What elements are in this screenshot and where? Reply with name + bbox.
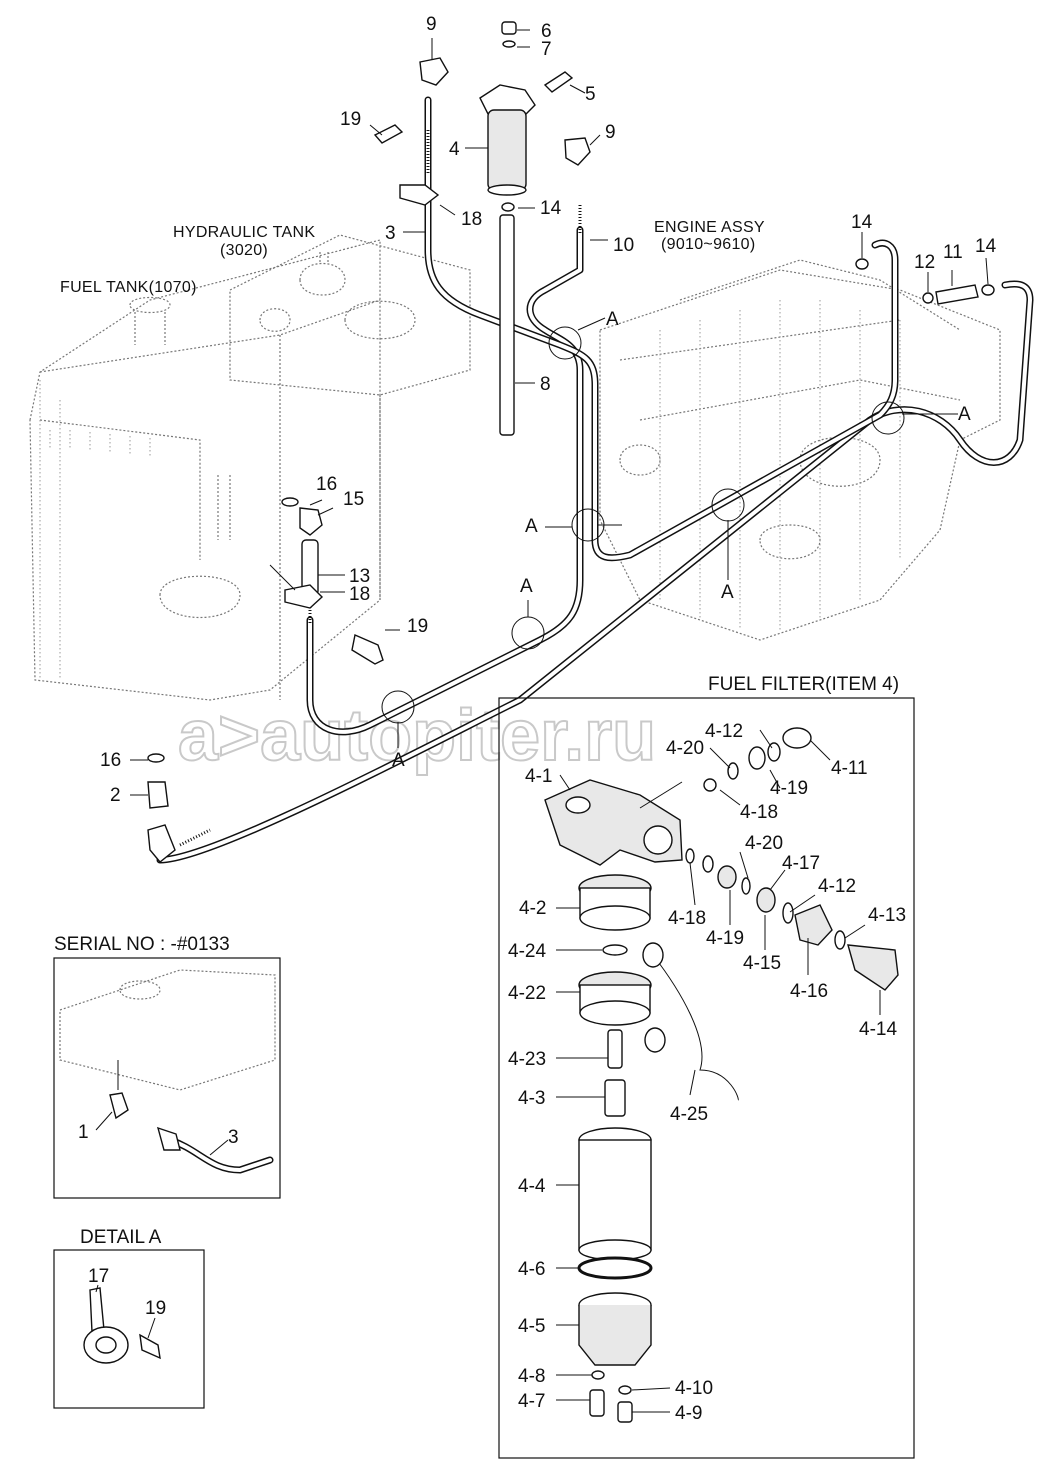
callout: 6 (541, 21, 552, 42)
callout: 5 (585, 84, 596, 105)
callout: 9 (605, 122, 616, 143)
callout: 2 (110, 785, 121, 806)
callout: 11 (943, 242, 963, 263)
callout: 4-14 (859, 1019, 897, 1040)
callout: 4-7 (518, 1391, 545, 1412)
engine-assy-title: ENGINE ASSY (654, 219, 765, 236)
callouts-main: 9 6 7 5 19 4 9 14 18 3 10 14 12 11 14 8 … (100, 14, 997, 806)
callout: 14 (975, 236, 997, 257)
callout: 14 (540, 198, 562, 219)
callout: 12 (914, 252, 935, 273)
callout: 3 (228, 1127, 239, 1148)
callout: 4-22 (508, 983, 546, 1004)
fuel-tank-title: FUEL TANK(1070) (60, 279, 197, 296)
fuel-tank-ghost (29, 239, 381, 701)
callout: 4 (449, 139, 460, 160)
callout: 4-5 (518, 1316, 545, 1337)
callouts-detail: 17 19 (88, 1266, 166, 1319)
callout: 4-23 (508, 1049, 546, 1070)
callout: 4-15 (743, 953, 781, 974)
callout: 14 (851, 212, 873, 233)
detail-a-box (53, 1249, 205, 1409)
callout: 4-1 (525, 766, 552, 787)
main-parts (147, 21, 995, 863)
callout: 4-10 (675, 1378, 713, 1399)
callout: 4-6 (518, 1259, 545, 1280)
callout: 4-4 (518, 1176, 546, 1197)
serial-no-parts (59, 969, 276, 1151)
fuel-filter-title: FUEL FILTER(ITEM 4) (708, 674, 899, 695)
callout: 4-2 (519, 898, 546, 919)
callout: 16 (316, 474, 337, 495)
callout: 4-18 (740, 802, 778, 823)
callouts-filter: 4-12 4-20 4-11 4-19 4-1 4-18 4-20 4-17 4… (508, 721, 906, 1424)
callout: 19 (145, 1298, 166, 1319)
callout: A (525, 516, 538, 537)
callout: 4-16 (790, 981, 828, 1002)
hydraulic-tank-ghost (229, 234, 471, 600)
callout: 4-18 (668, 908, 706, 929)
callout: 13 (349, 566, 370, 587)
callout: 9 (426, 14, 437, 35)
engine-assy-code: (9010~9610) (661, 236, 756, 253)
callout: 3 (385, 223, 396, 244)
serial-no-title: SERIAL NO : -#0133 (54, 934, 230, 955)
hydraulic-tank-title: HYDRAULIC TANK (173, 224, 315, 241)
callout: 18 (349, 584, 370, 605)
watermark: a>autopiter.ru (177, 695, 657, 777)
serial-no-box (53, 957, 281, 1199)
callout: 19 (340, 109, 361, 130)
callout: 4-13 (868, 905, 906, 926)
callout: 4-12 (705, 721, 743, 742)
callout: 4-20 (745, 833, 783, 854)
callout: 15 (343, 489, 364, 510)
watermark-text: a>autopiter.ru (178, 696, 656, 776)
fuel-filter-box (498, 697, 915, 1459)
callout: A (721, 582, 734, 603)
callout: 4-20 (666, 738, 704, 759)
callout: 4-19 (770, 778, 808, 799)
callout: 4-8 (518, 1366, 545, 1387)
callout: A (606, 309, 619, 330)
callout: 4-25 (670, 1104, 708, 1125)
callout: 4-3 (518, 1088, 545, 1109)
hydraulic-tank-code: (3020) (220, 242, 268, 259)
detail-a-parts (83, 1287, 161, 1364)
callout: A (392, 750, 405, 771)
detail-a-title: DETAIL A (80, 1227, 162, 1248)
callout: 4-11 (831, 758, 868, 779)
callout: 16 (100, 750, 121, 771)
callout: 4-17 (782, 853, 820, 874)
callout: 4-9 (675, 1403, 702, 1424)
callout: A (520, 576, 533, 597)
callout: 18 (461, 209, 482, 230)
callout: 10 (613, 235, 634, 256)
callout: 4-12 (818, 876, 856, 897)
fuel-pipes (156, 96, 1034, 1174)
detail-a-markers (381, 326, 905, 724)
callout: 8 (540, 374, 551, 395)
callout: 4-19 (706, 928, 744, 949)
engine-assy-ghost (599, 259, 1001, 641)
callout: 1 (78, 1122, 89, 1143)
fuel-filter-parts (544, 727, 899, 1423)
callout: 4-24 (508, 941, 546, 962)
callout: 17 (88, 1266, 109, 1287)
callout: 7 (541, 39, 552, 60)
leader-lines (95, 29, 989, 1413)
section-titles: HYDRAULIC TANK (3020) FUEL TANK(1070) EN… (54, 219, 899, 1248)
callouts-serial: 1 3 (78, 1122, 239, 1148)
callout: A (958, 404, 971, 425)
callout: 19 (407, 616, 428, 637)
